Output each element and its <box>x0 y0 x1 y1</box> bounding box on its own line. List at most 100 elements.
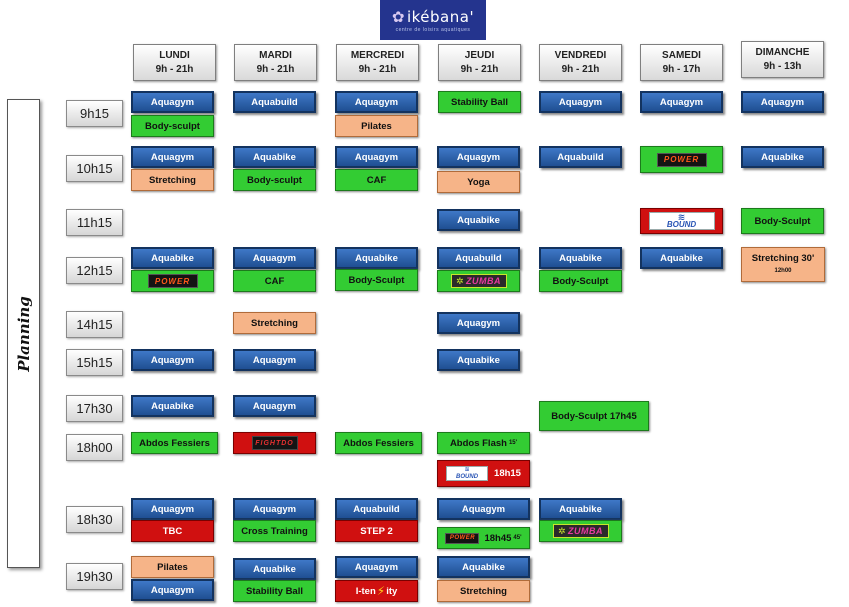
brand-name: ikébana' <box>406 7 475 26</box>
class-block-aquabuild[interactable]: Aquabuild <box>233 91 316 113</box>
class-block-aquagym[interactable]: Aquagym <box>335 556 418 578</box>
class-block-aquabike[interactable]: Aquabike <box>131 247 214 269</box>
class-block-yoga[interactable]: Yoga <box>437 171 520 193</box>
class-block-bound[interactable]: ≋BOUND <box>640 208 723 234</box>
class-block-aquagym[interactable]: Aquagym <box>640 91 723 113</box>
class-block-fightdo[interactable]: FIGHTDO <box>233 432 316 454</box>
class-block-body-sculpt[interactable]: Body-sculpt <box>233 169 316 191</box>
class-block-aquagym[interactable]: Aquagym <box>131 349 214 371</box>
class-block-aquabuild[interactable]: Aquabuild <box>335 498 418 520</box>
class-block-aquagym[interactable]: Aquagym <box>233 247 316 269</box>
class-block-aquagym[interactable]: Aquagym <box>437 146 520 168</box>
hour-label: 18h00 <box>66 434 123 461</box>
flower-icon: ✿ <box>391 7 405 26</box>
class-block-abdos-fessiers[interactable]: Abdos Fessiers <box>131 432 218 454</box>
class-block-aquagym[interactable]: Aquagym <box>131 498 214 520</box>
class-block-aquagym[interactable]: Aquagym <box>131 146 214 168</box>
class-block-aquabuild[interactable]: Aquabuild <box>539 146 622 168</box>
i-tensity-label-start: I-ten <box>355 585 376 597</box>
fightdo-logo-icon: FIGHTDO <box>251 436 298 450</box>
class-block-zumba[interactable]: ✲ZUMBA <box>437 270 520 292</box>
brand-logo: ✿ikébana' centre de loisirs aquatiques <box>380 0 486 40</box>
class-block-aquagym[interactable]: Aquagym <box>335 146 418 168</box>
class-block-aquagym[interactable]: Aquagym <box>539 91 622 113</box>
brand-tagline: centre de loisirs aquatiques <box>395 26 471 33</box>
class-block-caf[interactable]: CAF <box>233 270 316 292</box>
hour-label: 10h15 <box>66 155 123 182</box>
class-block-stability-ball[interactable]: Stability Ball <box>438 91 521 113</box>
class-block-aquagym[interactable]: Aquagym <box>233 395 316 417</box>
class-block-aquabuild[interactable]: Aquabuild <box>437 247 520 269</box>
class-block-aquagym[interactable]: Aquagym <box>233 349 316 371</box>
zumba-logo-icon: ✲ZUMBA <box>552 524 609 538</box>
power-logo-icon: POWER <box>445 532 480 544</box>
class-block-aquabike[interactable]: Aquabike <box>233 146 316 168</box>
class-block-cross-training[interactable]: Cross Training <box>233 520 316 542</box>
class-block-zumba[interactable]: ✲ZUMBA <box>539 520 622 542</box>
class-block-aquagym[interactable]: Aquagym <box>741 91 824 113</box>
class-block-aquabike[interactable]: Aquabike <box>437 556 530 578</box>
class-block-body-sculpt[interactable]: Body-Sculpt <box>741 208 824 234</box>
hour-label: 9h15 <box>66 100 123 127</box>
class-block-aquagym[interactable]: Aquagym <box>437 498 530 520</box>
bound-logo-icon: ≋BOUND <box>446 466 489 481</box>
class-block-aquabike[interactable]: Aquabike <box>539 247 622 269</box>
class-block-stretching[interactable]: Stretching <box>131 169 214 191</box>
lightning-icon: ⚡ <box>376 584 386 598</box>
class-block-aquagym[interactable]: Aquagym <box>437 312 520 334</box>
class-block-power[interactable]: POWER <box>640 146 723 173</box>
power-logo-icon: POWER <box>147 274 198 288</box>
planning-sidebar: Planning <box>7 99 40 568</box>
class-block-body-sculpt[interactable]: Body-sculpt <box>131 115 214 137</box>
class-block-caf[interactable]: CAF <box>335 169 418 191</box>
class-block-pilates[interactable]: Pilates <box>131 556 214 578</box>
class-block-i-tensity[interactable]: I-ten⚡ity <box>335 580 418 602</box>
planning-label: Planning <box>14 295 33 372</box>
class-block-aquabike[interactable]: Aquabike <box>233 558 316 580</box>
class-block-abdos-fessiers[interactable]: Abdos Fessiers <box>335 432 422 454</box>
class-block-stretching[interactable]: Stretching <box>233 312 316 334</box>
hour-label: 19h30 <box>66 563 123 590</box>
class-block-body-sculpt[interactable]: Body-Sculpt <box>335 269 418 291</box>
class-block-stretching[interactable]: Stretching <box>437 580 530 602</box>
class-block-tbc[interactable]: TBC <box>131 520 214 542</box>
class-block-stretching[interactable]: Stretching 30'12h00 <box>741 247 825 282</box>
class-block-aquabike[interactable]: Aquabike <box>335 247 418 269</box>
class-block-pilates[interactable]: Pilates <box>335 115 418 137</box>
i-tensity-label-end: ity <box>386 585 398 597</box>
class-block-aquagym[interactable]: Aquagym <box>335 91 418 113</box>
class-block-aquabike[interactable]: Aquabike <box>640 247 723 269</box>
class-block-body-sculpt[interactable]: Body-Sculpt 17h45 <box>539 401 649 431</box>
class-block-power[interactable]: POWER <box>131 270 214 292</box>
hour-label: 11h15 <box>66 209 123 236</box>
class-block-step-2[interactable]: STEP 2 <box>335 520 418 542</box>
class-block-aquagym[interactable]: Aquagym <box>131 91 214 113</box>
class-block-body-sculpt[interactable]: Body-Sculpt <box>539 270 622 292</box>
hour-label: 14h15 <box>66 311 123 338</box>
class-block-aquabike[interactable]: Aquabike <box>437 209 520 231</box>
class-block-aquagym[interactable]: Aquagym <box>131 579 214 601</box>
hour-label: 12h15 <box>66 257 123 284</box>
class-block-aquabike[interactable]: Aquabike <box>539 498 622 520</box>
bound-logo-icon: ≋BOUND <box>648 212 715 230</box>
class-block-aquabike[interactable]: Aquabike <box>741 146 824 168</box>
power-logo-icon: POWER <box>656 152 707 167</box>
hour-label: 15h15 <box>66 349 123 376</box>
class-block-aquabike[interactable]: Aquabike <box>131 395 214 417</box>
class-block-aquagym[interactable]: Aquagym <box>233 498 316 520</box>
class-block-stability-ball[interactable]: Stability Ball <box>233 580 316 602</box>
zumba-logo-icon: ✲ZUMBA <box>450 274 507 288</box>
hour-label: 18h30 <box>66 506 123 533</box>
hour-label: 17h30 <box>66 395 123 422</box>
class-block-aquabike[interactable]: Aquabike <box>437 349 520 371</box>
